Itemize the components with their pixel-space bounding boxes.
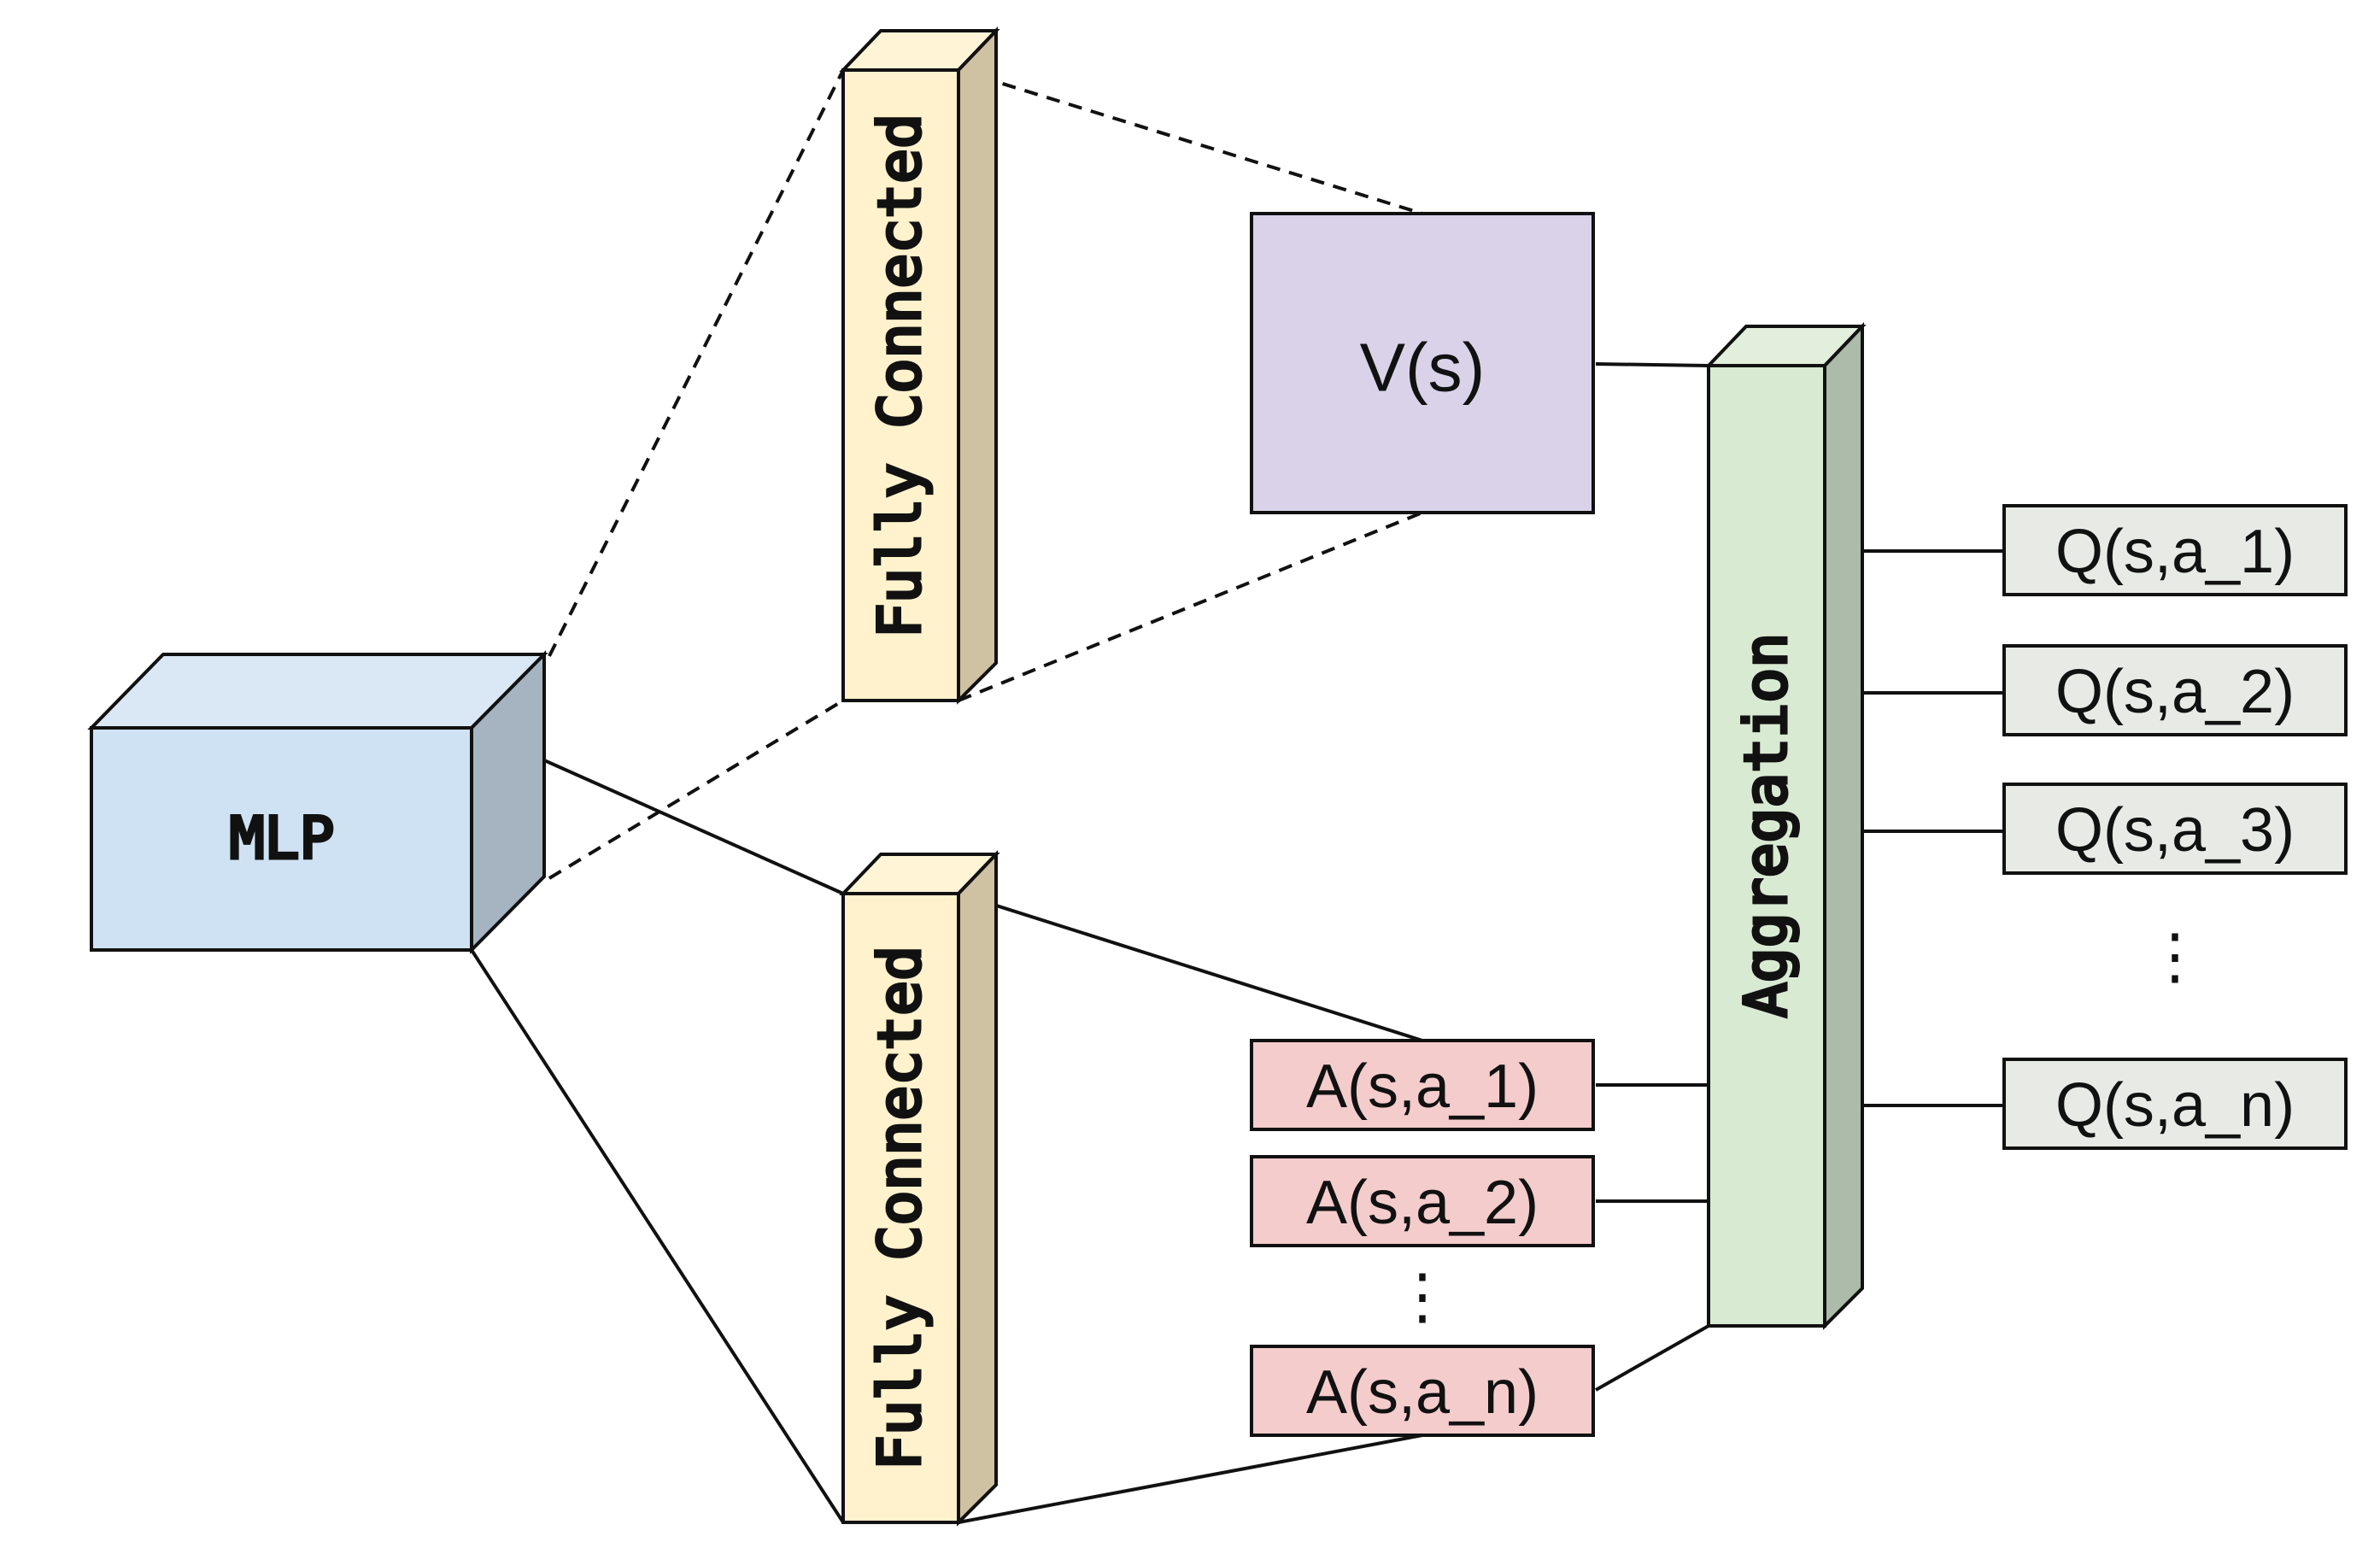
- fc-top-to-value-dashed-lower: [958, 511, 1423, 702]
- fc-top-block-front-face: [841, 68, 960, 702]
- advantage-ellipsis: ⋮: [1392, 1263, 1453, 1331]
- q-value-node: Q(s,a_1): [2002, 504, 2348, 596]
- fc-top-to-value-dashed-upper: [958, 68, 1423, 215]
- mlp-to-fc-top-dashed-lower: [548, 699, 845, 880]
- advantage-node: A(s,a_1): [1250, 1039, 1595, 1131]
- q-value-label: Q(s,a_3): [2055, 796, 2295, 865]
- q-value-node: Q(s,a_3): [2002, 783, 2348, 875]
- mlp-label: MLP: [230, 806, 335, 873]
- q-value-box: [2002, 504, 2348, 596]
- q-value-node: Q(s,a_2): [2002, 644, 2348, 736]
- fc-bottom-to-adv-lower: [958, 1434, 1423, 1524]
- advantage-box: [1250, 1345, 1595, 1437]
- advantage-node: A(s,a_2): [1250, 1155, 1595, 1247]
- fc-bottom-block: Fully Connected: [839, 850, 1000, 1527]
- fc-bottom-to-adv-upper: [958, 892, 1423, 1042]
- aggregation-block-side-face: [1823, 322, 1864, 1330]
- q-value-label: Q(s,a_2): [2055, 658, 2295, 726]
- q-value-label: Q(s,a_1): [2055, 518, 2295, 586]
- value-node: V(s): [1250, 212, 1595, 514]
- mlp-block-front-face: [90, 726, 473, 952]
- advantage-box: [1250, 1039, 1595, 1131]
- advantage-nodes: A(s,a_1) A(s,a_2) ⋮ A(s,a_n): [1250, 1039, 1595, 1437]
- advantage-node: A(s,a_n): [1250, 1345, 1595, 1437]
- fc-top-label: Fully Connected: [867, 114, 935, 638]
- value-label: V(s): [1360, 330, 1486, 406]
- fc-top-block-side-face: [957, 26, 998, 705]
- advantage-label: A(s,a_2): [1306, 1169, 1539, 1237]
- advantage-box: [1250, 1155, 1595, 1247]
- aggregation-label: Aggregation: [1733, 633, 1801, 1017]
- q-value-label: Q(s,a_n): [2055, 1071, 2295, 1140]
- aggregation-block: Aggregation: [1704, 322, 1867, 1330]
- q-value-nodes: Q(s,a_1) Q(s,a_2) Q(s,a_3) ⋮ Q(s,a_n): [2002, 504, 2348, 1150]
- advantage-label: A(s,a_1): [1306, 1053, 1539, 1121]
- mlp-to-fc-bottom-lower: [470, 948, 845, 1524]
- value-to-aggregation-line: [1595, 362, 1709, 367]
- q-value-box: [2002, 783, 2348, 875]
- q-value-ellipsis: ⋮: [2144, 923, 2206, 991]
- q-value-box: [2002, 644, 2348, 736]
- fc-bottom-block-front-face: [841, 892, 960, 1524]
- connections: [470, 68, 2004, 1524]
- fc-top-block: Fully Connected: [839, 26, 1000, 705]
- value-box: [1250, 212, 1595, 514]
- adv-n-to-aggregation-line: [1595, 1324, 1709, 1392]
- fc-bottom-block-side-face: [957, 850, 998, 1527]
- q-value-node: Q(s,a_n): [2002, 1058, 2348, 1150]
- advantage-label: A(s,a_n): [1306, 1358, 1539, 1427]
- q-value-box: [2002, 1058, 2348, 1150]
- mlp-to-fc-top-dashed-upper: [548, 69, 845, 657]
- mlp-block-top-face: [87, 653, 548, 730]
- fc-bottom-label: Fully Connected: [867, 946, 935, 1470]
- aggregation-block-front-face: [1707, 364, 1826, 1328]
- mlp-block: MLP: [87, 650, 548, 954]
